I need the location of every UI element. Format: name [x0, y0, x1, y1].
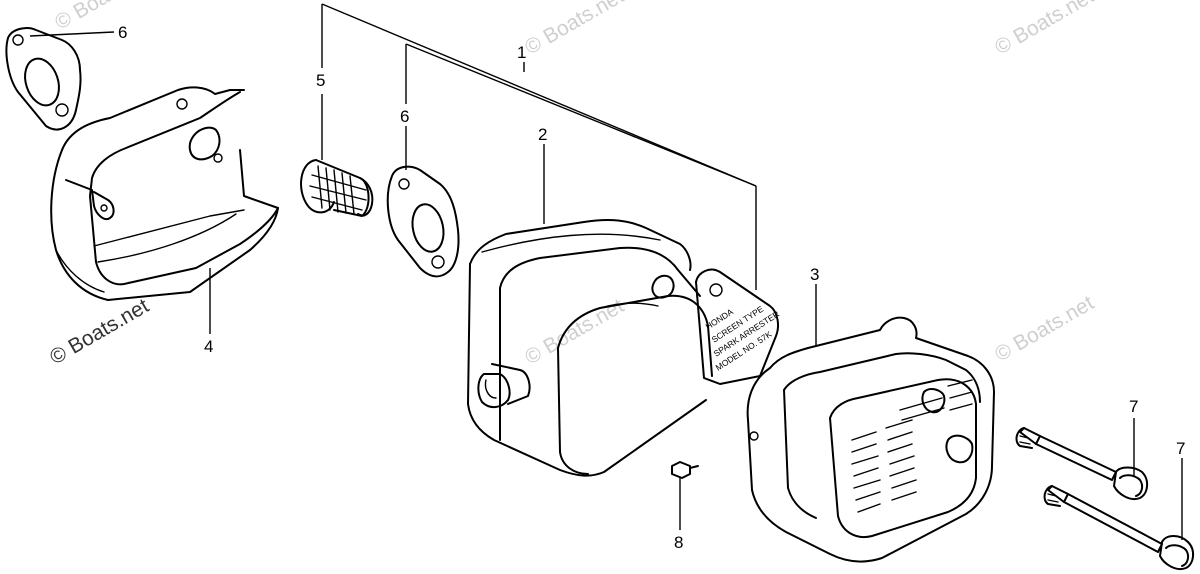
callout-7-lower: 7 [1176, 439, 1185, 458]
watermark-left: © Boats.net [46, 294, 153, 369]
gasket-middle [386, 165, 460, 278]
callout-1: 1 [517, 43, 526, 62]
callout-6-middle: 6 [400, 107, 409, 126]
callout-leaders [29, 31, 1183, 540]
callout-4: 4 [204, 337, 213, 356]
callout-3: 3 [810, 265, 819, 284]
callout-5: 5 [316, 71, 325, 90]
callout-6-left: 6 [118, 23, 127, 42]
muffler-cover [746, 316, 995, 563]
callout-numbers: 1 2 3 4 5 6 6 7 7 8 [118, 23, 1185, 552]
watermarks: © Boats.net © Boats.net © Boats.net © Bo… [46, 0, 1098, 369]
screw [671, 461, 699, 479]
spark-arrester-screen [300, 159, 374, 217]
callout-8: 8 [674, 533, 683, 552]
muffler-protector [50, 86, 279, 301]
watermark-right: © Boats.net [991, 291, 1098, 366]
watermark-top-center: © Boats.net [521, 0, 628, 59]
callout-2: 2 [538, 125, 547, 144]
gasket-left [5, 27, 82, 131]
watermark-top-left: © Boats.net [51, 0, 158, 34]
watermark-top-right: © Boats.net [991, 0, 1098, 59]
muffler-body: HONDA SCREEN TYPE SPARK ARRESTER MODEL N… [467, 219, 781, 477]
bolt-lower [1043, 485, 1194, 570]
callout-7-upper: 7 [1129, 397, 1138, 416]
assembly-bracket [321, 3, 757, 290]
bolt-upper [1015, 427, 1148, 500]
